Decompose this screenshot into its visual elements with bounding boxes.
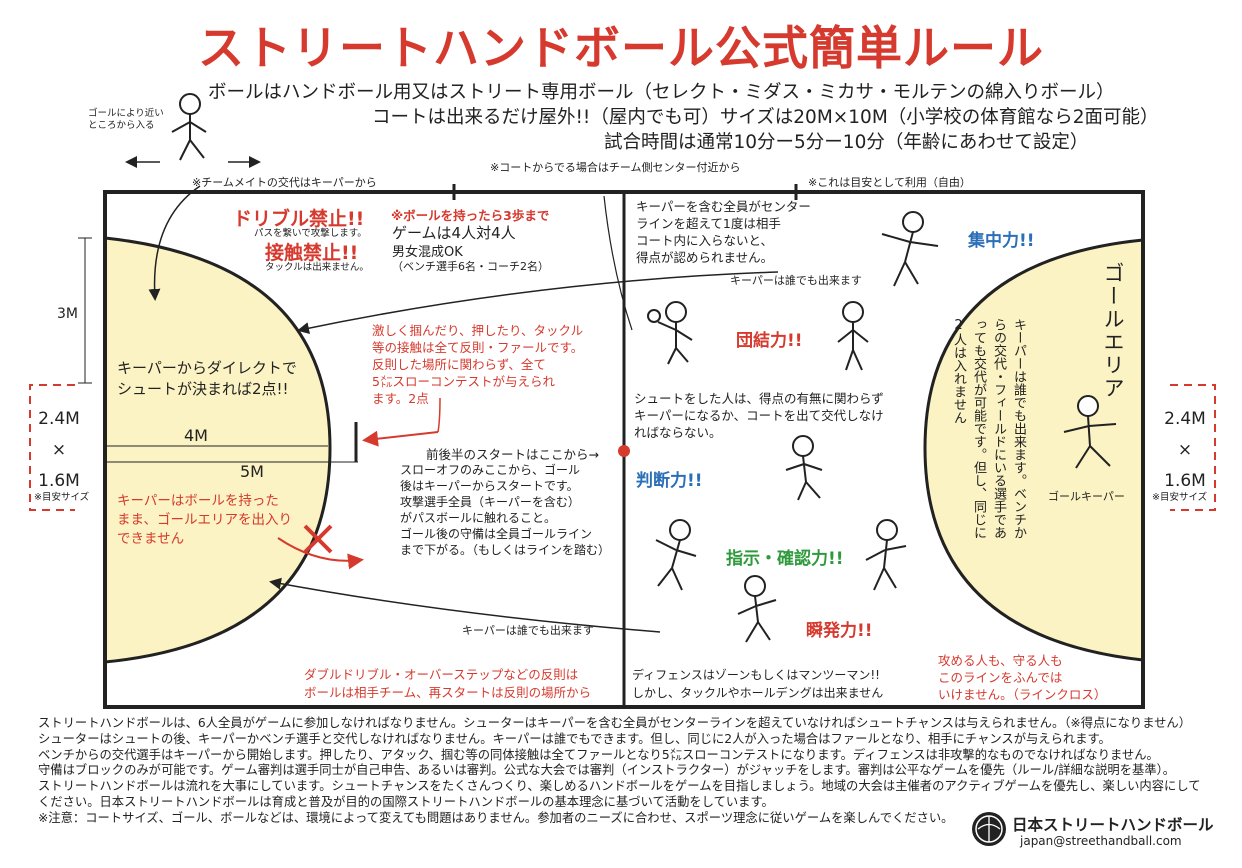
court-rule-line: コートは出来るだけ屋外!!（屋内でも可）サイズは20M×10M（小学校の体育館な…	[372, 107, 1159, 128]
guide-note: ※これは目安として利用（自由）	[808, 176, 971, 189]
player-figure-center-a	[837, 301, 869, 371]
defense-text: ディフェンスはゾーンもしくはマンツーマン!! しかし、タックルやホールデングは出…	[632, 668, 884, 700]
right-size-h: 1.6M	[1164, 471, 1206, 491]
footer-line: ベンチからの交代選手はキーパーから開始します。押したり、アタック、掴む等の同体接…	[38, 747, 1159, 762]
player-figure-right-bottom	[865, 519, 907, 591]
goalkeeper-figure	[1063, 395, 1117, 469]
keeper-vertical-text: キーパーは誰でも出来ます。ベンチからの交代・フィールドにいる選手であっても交代が…	[951, 318, 1026, 539]
player-figure-right-top	[881, 211, 939, 287]
line-cross-text: 攻める人も、守る人も このラインをふんでは いけません。（ラインクロス）	[938, 653, 1107, 702]
ball-rule-line: ボールはハンドボール用又はストリート専用ボール（セレクト・ミダス・ミカサ・モルテ…	[208, 82, 1115, 103]
direct-shot-text: キーパーからダイレクトで シュートが決まれば2点!!	[117, 359, 297, 398]
skill-reflex: 瞬発力!!	[806, 621, 873, 641]
player-figure-ball	[647, 301, 693, 365]
shooter-rule-text: シュートをした人は、得点の有無に関わらず キーパーになるか、コートを出て交代しな…	[634, 391, 884, 440]
right-size-w: 2.4M	[1164, 409, 1206, 429]
keeper-area-text: キーパーはボールを持った まま、ゴールエリアを出入り できません	[117, 493, 292, 547]
skill-concentration: 集中力!!	[968, 231, 1035, 251]
left-guide-size: ※目安サイズ	[34, 492, 90, 503]
brand-name: 日本ストリートハンドボール	[1012, 816, 1214, 834]
footer-line: 守備はブロックのみが可能です。ゲーム審判は選手同士が自己申告、あるいは審判。公式…	[38, 763, 1176, 778]
footer-caution: ※注意：コートサイズ、ゴール、ボールなどは、環境によって変えても問題はありません…	[38, 810, 954, 825]
left-size-w: 2.4M	[38, 409, 80, 429]
center-exit-note: ※コートからでる場合はチーム側センター付近から	[490, 161, 741, 174]
mixed-text: 男女混成OK	[392, 245, 463, 260]
left-size-h: 1.6M	[38, 471, 80, 491]
player-figure-left-bottom	[655, 519, 697, 591]
dim-5m: 5M	[240, 462, 264, 481]
double-dribble-text: ダブルドリブル・オーバーステップなどの反則は ボールは相手チーム、再スタートは反…	[304, 667, 592, 700]
footer-line: シューターはシュートの後、キーパーかベンチ選手と交代しなければなりません。キーパ…	[38, 731, 1111, 746]
foul-rule-text: 激しく掴んだり、押したり、タックル 等の接触は全て反則・ファールです。 反則した…	[372, 323, 584, 406]
left-size-box: 2.4M × 1.6M	[30, 404, 88, 497]
goalkeeper-label: ゴールキーパー	[1048, 490, 1125, 503]
keeper-swap-note: ※チームメイトの交代はキーパーから	[192, 176, 377, 189]
keeper-anyone-bottom: キーパーは誰でも出来ます	[462, 624, 594, 637]
game-size-text: ゲームは4人対4人	[392, 224, 516, 242]
page-title: ストリートハンドボール公式簡単ルール	[198, 21, 1044, 75]
footer-line: ストリートハンドボールは、6人全員がゲームに参加しなければなりません。シューター…	[38, 716, 1192, 730]
three-steps-note: ※ボールを持ったら3歩まで	[391, 208, 550, 223]
left-size-x: ×	[51, 440, 67, 460]
player-figure-top-left	[171, 93, 207, 161]
keeper-anyone-top: キーパーは誰でも出来ます	[730, 274, 862, 287]
footer-line: ください。日本ストリートハンドボールは育成と普及が目的の国際ストリートハンドボー…	[38, 794, 774, 809]
goal-area-label: ゴールエリア	[1101, 262, 1125, 400]
brand-url: japan@streethandball.com	[1020, 834, 1182, 848]
start-here-text: 前後半のスタートはここから→	[426, 447, 599, 462]
footer-line: ストリートハンドボールは流れを大事にしています。シュートチャンスをたくさんつくり…	[38, 779, 1201, 794]
skill-instruction: 指示・確認力!!	[726, 549, 844, 569]
right-guide-size: ※目安サイズ	[1152, 492, 1208, 503]
center-line-rule-text: キーパーを含む全員がセンター ラインを超えて1度は相手 コート内に入らないと、 …	[636, 199, 811, 265]
right-goal-area	[923, 238, 1145, 662]
bench-text: （ベンチ選手6名・コーチ2名）	[392, 260, 549, 273]
skill-judgement: 判断力!!	[636, 471, 703, 491]
dribble-ban-sub: パスを繋いで攻撃します。	[254, 228, 367, 239]
dim-4m: 4M	[184, 426, 208, 445]
dim-3m: 3M	[57, 306, 78, 322]
center-dot	[618, 445, 630, 457]
left-goal-area	[103, 236, 332, 664]
player-figure-bottom	[737, 575, 777, 643]
contact-ban-label: 接触禁止!!	[265, 242, 359, 264]
throw-off-text: スローオフのみここから、ゴール 後はキーパーからスタートです。 攻撃選手全員（キ…	[400, 463, 611, 557]
goal-closer-note: ゴールにより近い ところから入る	[88, 108, 164, 131]
dribble-ban-label: ドリブル禁止!!	[233, 208, 365, 230]
player-figure-center-b	[785, 435, 823, 501]
right-size-box: 2.4M × 1.6M	[1156, 404, 1214, 497]
brand-logo-icon	[972, 812, 1006, 846]
right-size-x: ×	[1177, 440, 1193, 460]
footer-notes: ストリートハンドボールは、6人全員がゲームに参加しなければなりません。シューター…	[38, 716, 1201, 827]
time-rule-line: 試合時間は通常10分ー5分ー10分（年齢にあわせて設定）	[604, 132, 1089, 153]
contact-ban-sub: タックルは出来ません。	[265, 262, 369, 273]
skill-unity: 団結力!!	[736, 331, 803, 351]
